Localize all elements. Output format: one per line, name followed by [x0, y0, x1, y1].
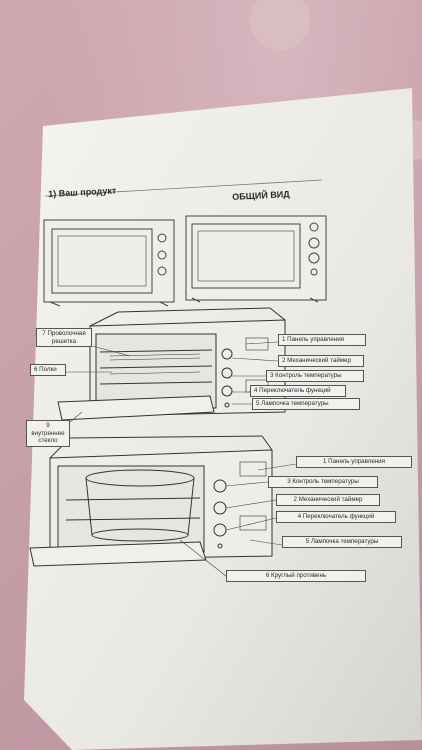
callout-inner-glass: 9 внутреннее стекло: [26, 420, 70, 447]
oven-front-view-2: [185, 215, 327, 303]
callout-round-tray: 6 Круглый противень: [226, 570, 366, 582]
callout-temp-lamp-top: 5 Лампочка температуры: [252, 398, 360, 410]
oven-front-view-1: [43, 219, 175, 307]
oven-open-door-diagram: [57, 307, 286, 431]
callout-function-switch-top: 4 Переключатель функций: [250, 385, 346, 397]
callout-shelves: 6 Полки: [30, 364, 66, 376]
callout-mechanical-timer-bottom: 2 Механический таймер: [276, 494, 380, 506]
callout-leader-lines: [64, 341, 297, 577]
callout-temp-control-top: 3 Контроль температуры: [266, 370, 364, 382]
oven-tray-diagram: [29, 435, 273, 567]
callout-mechanical-timer-top: 2 Механический таймер: [278, 355, 364, 367]
callout-wire-rack: 7 Проволочная решетка: [36, 328, 92, 347]
header-rule: [44, 179, 323, 197]
callout-function-switch-bottom: 4 Переключатель функций: [276, 511, 396, 523]
callout-control-panel-top: 1 Панель управления: [278, 334, 366, 346]
callout-control-panel-bottom: 1 Панель управления: [296, 456, 412, 468]
callout-temp-control-bottom: 3 Контроль температуры: [268, 476, 378, 488]
callout-temp-lamp-bottom: 5 Лампочка температуры: [282, 536, 402, 548]
fabric-dot: [250, 0, 310, 50]
